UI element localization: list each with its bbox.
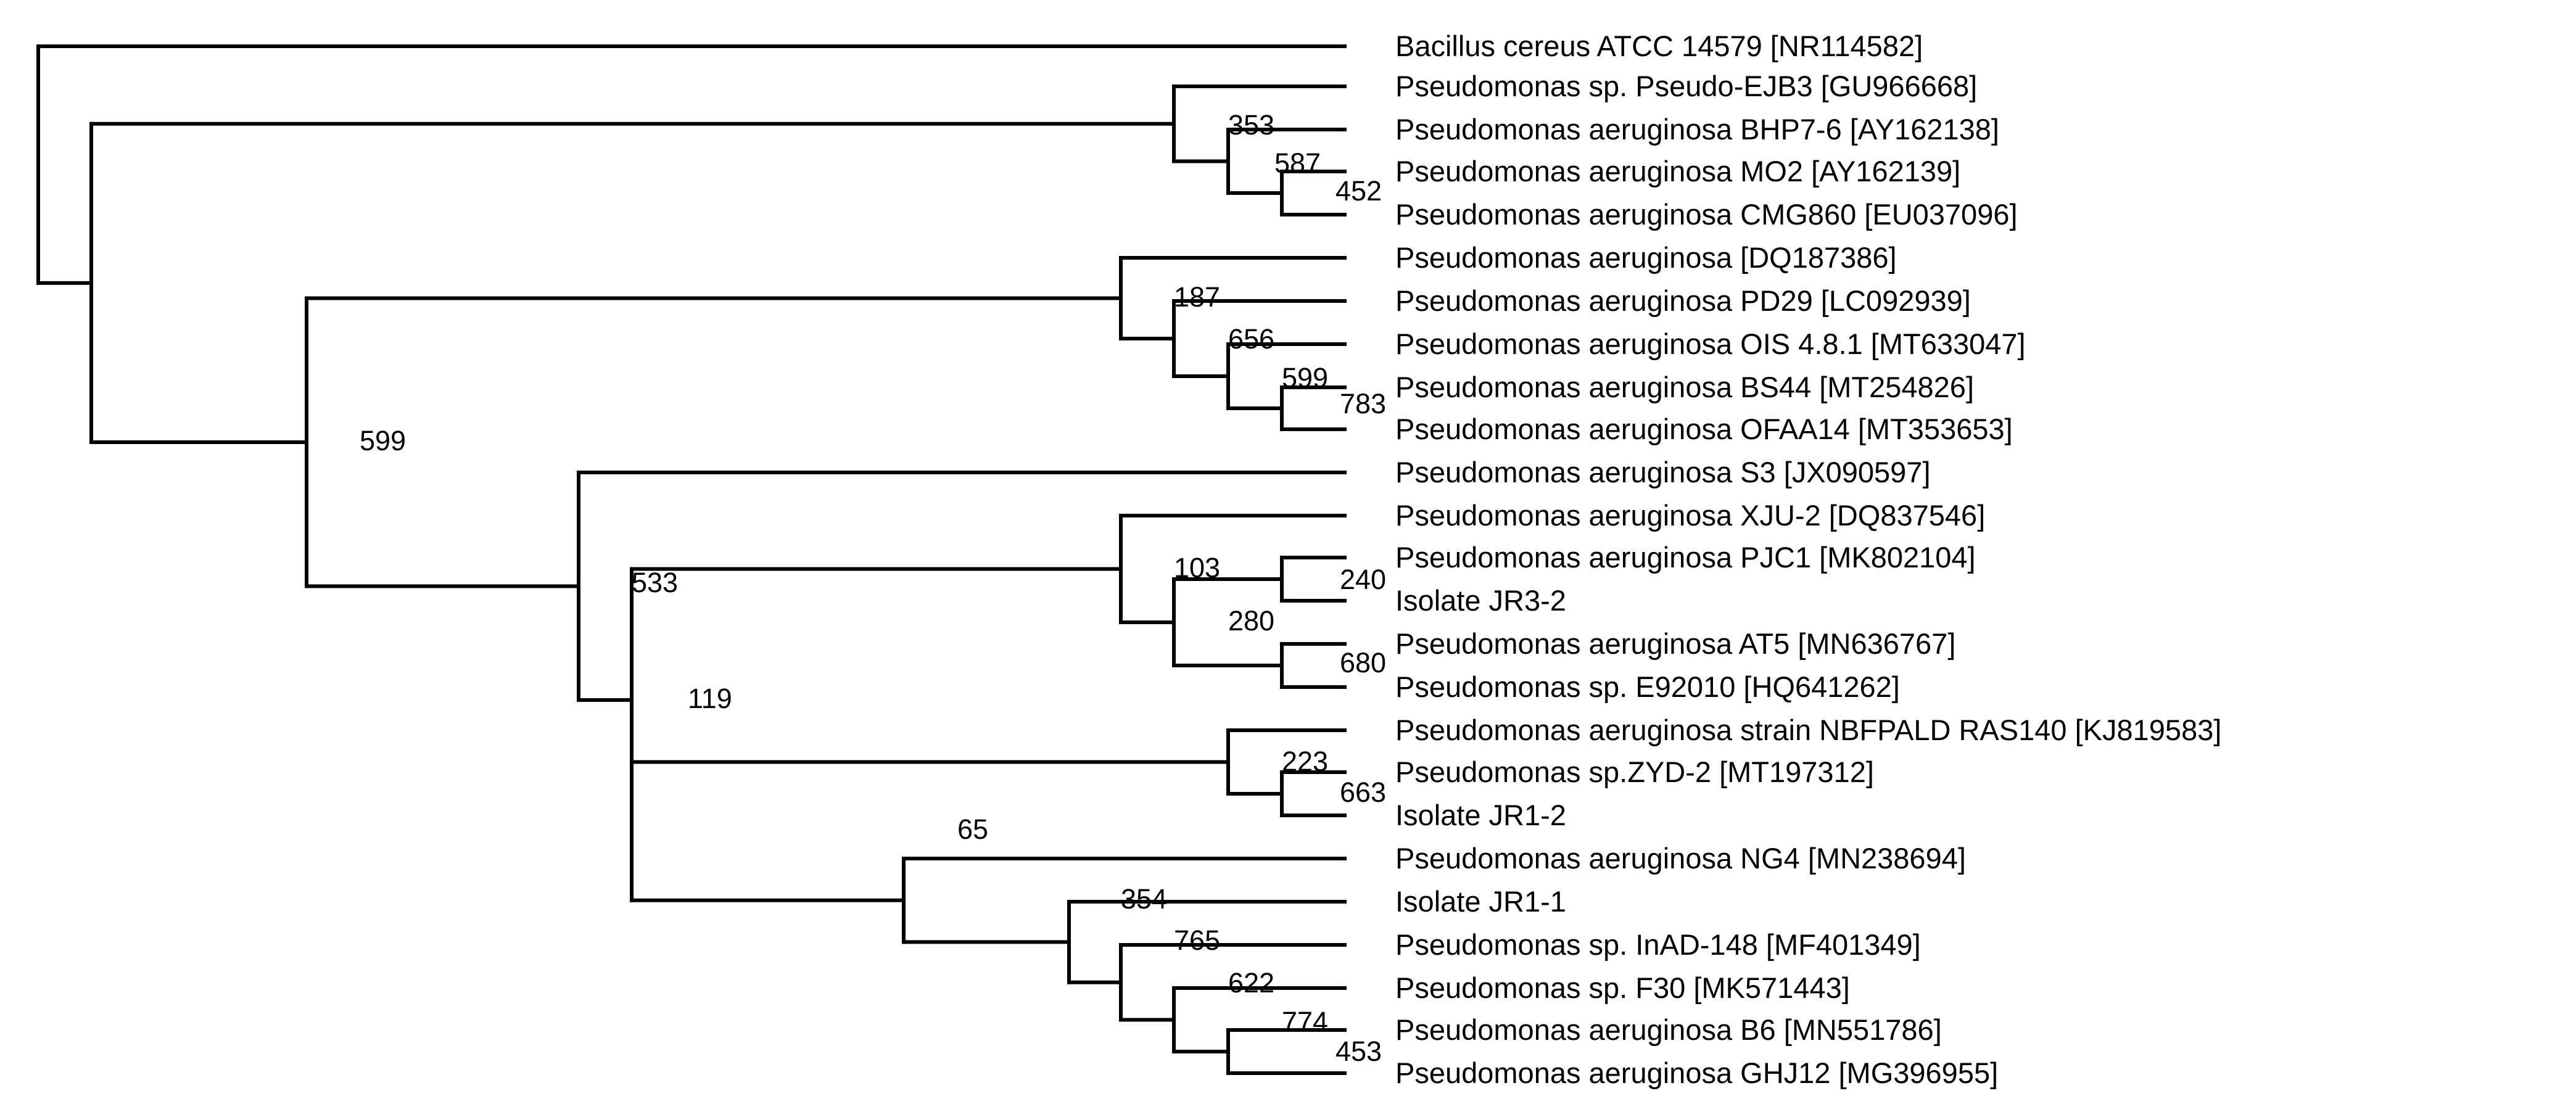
support-value: 765 <box>1174 925 1220 956</box>
support-value: 453 <box>1335 1036 1382 1067</box>
leaf-label: Isolate JR1-2 <box>1395 799 1566 831</box>
leaf-label: Pseudomonas sp. E92010 [HQ641262] <box>1395 670 1900 703</box>
support-value: 240 <box>1340 564 1386 595</box>
leaf-label: Pseudomonas aeruginosa CMG860 [EU037096] <box>1395 198 2018 231</box>
leaf-label: Pseudomonas aeruginosa [DQ187386] <box>1395 241 1897 274</box>
leaf-label: Pseudomonas aeruginosa PD29 [LC092939] <box>1395 284 1971 317</box>
support-value: 622 <box>1228 967 1274 999</box>
leaf-label: Pseudomonas aeruginosa XJU-2 [DQ837546] <box>1395 499 1985 532</box>
support-value: 354 <box>1121 883 1167 915</box>
leaf-labels: Bacillus cereus ATCC 14579 [NR114582] Pse… <box>1395 30 2221 1089</box>
support-value: 452 <box>1335 175 1382 207</box>
leaf-label: Isolate JR3-2 <box>1395 584 1566 617</box>
support-value: 533 <box>632 567 678 598</box>
support-value: 65 <box>957 814 988 845</box>
leaf-label: Pseudomonas aeruginosa BHP7-6 [AY162138] <box>1395 113 1999 146</box>
leaf-label: Pseudomonas aeruginosa AT5 [MN636767] <box>1395 627 1955 660</box>
support-value: 783 <box>1340 388 1386 419</box>
support-value: 103 <box>1174 552 1220 583</box>
support-value: 599 <box>1282 362 1328 393</box>
leaf-label: Pseudomonas aeruginosa MO2 [AY162139] <box>1395 155 1960 187</box>
support-value: 587 <box>1274 147 1321 179</box>
support-value: 187 <box>1174 281 1220 313</box>
support-value: 223 <box>1282 746 1328 777</box>
tree-branches <box>36 44 1347 1075</box>
leaf-label: Pseudomonas aeruginosa strain NBFPALD RA… <box>1395 714 2221 746</box>
support-value: 353 <box>1228 109 1274 141</box>
leaf-label: Pseudomonas aeruginosa BS44 [MT254826] <box>1395 371 1974 403</box>
support-value: 599 <box>360 425 406 456</box>
support-value: 656 <box>1228 323 1274 355</box>
support-value: 680 <box>1340 647 1386 678</box>
leaf-label: Pseudomonas aeruginosa NG4 [MN238694] <box>1395 842 1966 875</box>
support-value: 774 <box>1282 1006 1328 1037</box>
support-value: 663 <box>1340 777 1386 808</box>
leaf-label: Pseudomonas aeruginosa OFAA14 [MT353653] <box>1395 413 2013 445</box>
support-value: 119 <box>688 683 732 714</box>
leaf-label: Pseudomonas sp.ZYD-2 [MT197312] <box>1395 756 1874 788</box>
leaf-label: Pseudomonas aeruginosa GHJ12 [MG396955] <box>1395 1057 1998 1089</box>
leaf-label: Isolate JR1-1 <box>1395 885 1566 918</box>
leaf-label: Pseudomonas aeruginosa OIS 4.8.1 [MT6330… <box>1395 327 2026 360</box>
leaf-label: Pseudomonas aeruginosa S3 [JX090597] <box>1395 456 1931 488</box>
leaf-label: Pseudomonas sp. F30 [MK571443] <box>1395 971 1850 1004</box>
leaf-label: Pseudomonas aeruginosa PJC1 [MK802104] <box>1395 541 1976 574</box>
leaf-label: Bacillus cereus ATCC 14579 [NR114582] <box>1395 30 1923 62</box>
support-value: 280 <box>1228 605 1274 636</box>
leaf-label: Pseudomonas sp. Pseudo-EJB3 [GU966668] <box>1395 70 1977 102</box>
leaf-label: Pseudomonas sp. InAD-148 [MF401349] <box>1395 928 1921 961</box>
leaf-label: Pseudomonas aeruginosa B6 [MN551786] <box>1395 1013 1942 1046</box>
